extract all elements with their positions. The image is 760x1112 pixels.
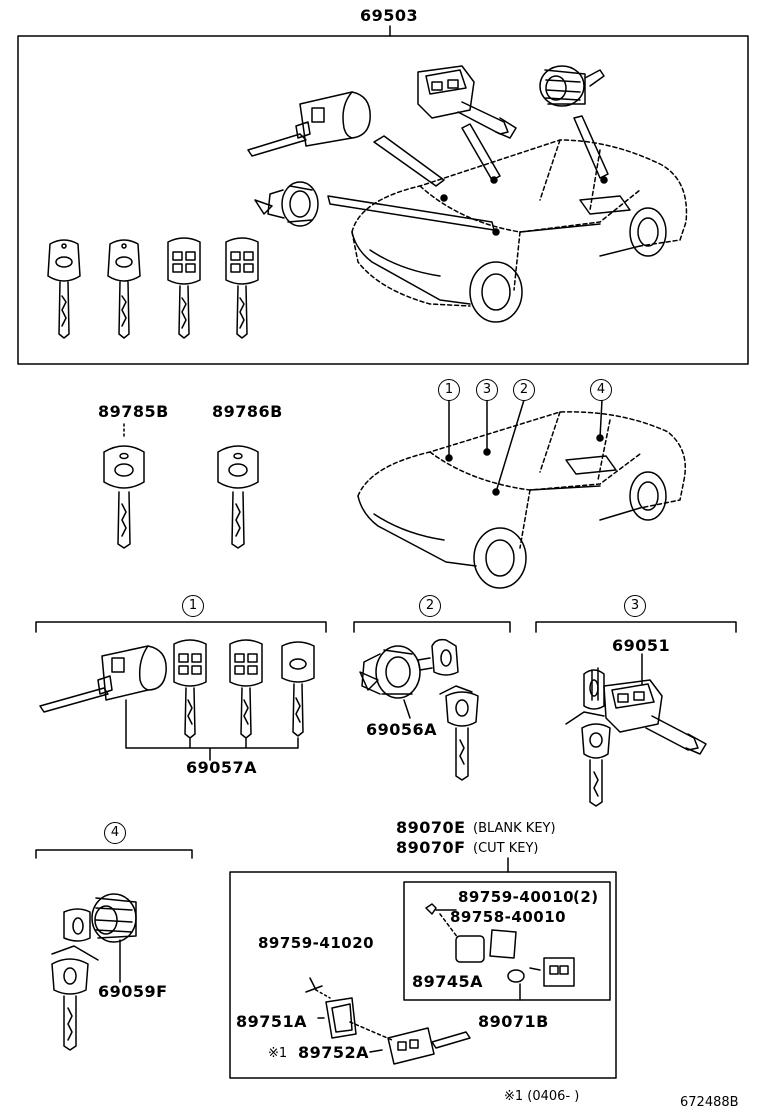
callout-2-car: 2	[513, 379, 535, 401]
battery-seat	[489, 929, 517, 959]
key-s4-b	[51, 945, 99, 1051]
s1-leader	[125, 699, 299, 761]
car-top-solid	[351, 195, 667, 323]
part-89758-40010[interactable]: 89758-40010	[450, 908, 567, 926]
transmitter-frame	[229, 871, 617, 1079]
key-s1-a	[173, 639, 207, 739]
part-89070e[interactable]: 89070E	[396, 818, 466, 837]
part-69056a[interactable]: 69056A	[366, 720, 438, 739]
callout-4-car: 4	[590, 379, 612, 401]
car-top	[351, 139, 688, 307]
key-89786b	[217, 445, 259, 549]
part-89759-40010[interactable]: 89759-40010	[458, 888, 575, 906]
car-middle-solid	[357, 455, 667, 589]
part-89751a[interactable]: 89751A	[236, 1012, 308, 1031]
key-4-top	[225, 237, 259, 339]
key-89785b	[103, 445, 145, 549]
callout-section-4: 4	[104, 822, 126, 844]
arrow-1	[373, 135, 445, 187]
steering-lock-s3	[591, 667, 707, 755]
figure-id: 672488B	[680, 1095, 739, 1110]
marker-note-1: ※1	[268, 1046, 288, 1061]
door-cylinder-top	[254, 181, 319, 227]
callout-section-1: 1	[182, 595, 204, 617]
key-3-top	[167, 237, 201, 339]
section1-bracket	[35, 621, 327, 633]
part-69059f[interactable]: 69059F	[98, 982, 168, 1001]
callout-section-2: 2	[419, 595, 441, 617]
part-89071b[interactable]: 89071B	[478, 1012, 549, 1031]
battery	[507, 969, 525, 983]
case-part	[543, 957, 575, 987]
assembly-frame	[17, 35, 749, 365]
transmitter-inner-frame	[403, 881, 611, 1001]
arrow-2	[327, 195, 495, 231]
key-1-top	[47, 239, 81, 339]
note-cut-key: (CUT KEY)	[473, 841, 539, 856]
section2-bracket	[353, 621, 511, 633]
section4-bracket	[35, 849, 193, 859]
callout-section-3: 3	[624, 595, 646, 617]
key-s2-a	[417, 638, 459, 676]
cover-shape	[325, 997, 357, 1039]
board-shape	[455, 935, 485, 963]
key-s3-b	[565, 711, 611, 807]
key-s1-b	[229, 639, 263, 739]
door-cylinder-s2	[359, 645, 421, 699]
section3-bracket	[535, 621, 737, 633]
arrow-3	[461, 123, 501, 181]
footnote: ※1 (0406- )	[504, 1089, 580, 1104]
part-89745a[interactable]: 89745A	[412, 972, 484, 991]
part-89786b[interactable]: 89786B	[212, 402, 283, 421]
qty-89759-40010: (2)	[573, 888, 599, 906]
glovebox-cylinder-top	[539, 65, 605, 107]
key-s2-b	[439, 685, 479, 781]
key-s1-c	[281, 641, 315, 737]
glovebox-cylinder-s4	[91, 893, 137, 943]
part-69503[interactable]: 69503	[360, 6, 419, 25]
steering-lock-top	[417, 65, 517, 139]
part-89752a[interactable]: 89752A	[298, 1043, 370, 1062]
key-2-top	[107, 239, 141, 339]
part-89785b[interactable]: 89785B	[98, 402, 169, 421]
part-69051[interactable]: 69051	[612, 636, 671, 655]
part-69057a[interactable]: 69057A	[186, 758, 258, 777]
part-89070f[interactable]: 89070F	[396, 838, 466, 857]
s2-leader	[403, 699, 411, 719]
car-middle	[357, 411, 686, 549]
transmitter-key	[387, 1027, 471, 1065]
ignition-cylinder-top	[247, 91, 371, 157]
part-89759-41020[interactable]: 89759-41020	[258, 934, 375, 952]
callout-1-car: 1	[438, 379, 460, 401]
ignition-cylinder-s1	[39, 645, 167, 713]
key-s3-a	[583, 669, 605, 710]
key-s4-a	[63, 908, 91, 942]
callout-3-car: 3	[476, 379, 498, 401]
note-blank-key: (BLANK KEY)	[473, 821, 556, 836]
arrow-4	[573, 115, 609, 179]
